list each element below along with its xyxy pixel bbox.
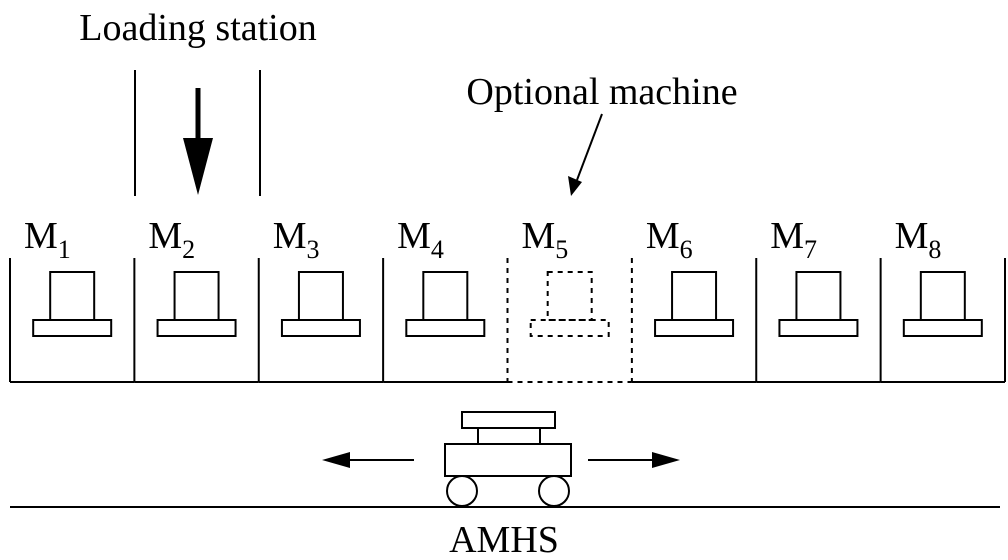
machine-label-m1: M1 bbox=[24, 215, 71, 264]
machine-label-m6: M6 bbox=[646, 215, 693, 264]
loading-station-label: Loading station bbox=[79, 7, 316, 49]
machine-cell-m2 bbox=[134, 258, 260, 383]
vehicle-top-plate bbox=[461, 411, 556, 429]
machine-icon-body bbox=[49, 271, 96, 321]
machine-label-m2: M2 bbox=[148, 215, 195, 264]
machine-cells bbox=[9, 258, 1006, 383]
machine-icon-body bbox=[671, 271, 718, 321]
machine-label-letter: M bbox=[646, 215, 680, 257]
machine-label-letter: M bbox=[273, 215, 307, 257]
machine-cell-m3 bbox=[258, 258, 385, 383]
machine-icon-base bbox=[902, 319, 983, 337]
optional-pointer-arrow-icon bbox=[568, 113, 603, 196]
machine-cell-m7 bbox=[756, 258, 882, 383]
machine-label-index: 2 bbox=[182, 235, 195, 264]
machine-icon bbox=[405, 271, 486, 337]
move-left-arrow-icon bbox=[322, 452, 414, 468]
machine-cell-m8 bbox=[880, 258, 1006, 383]
machine-icon-base bbox=[32, 319, 113, 337]
machine-label-index: 7 bbox=[804, 235, 817, 264]
machine-label-letter: M bbox=[148, 215, 182, 257]
machine-icon bbox=[902, 271, 983, 337]
amhs-label: AMHS bbox=[449, 519, 559, 560]
machine-cell-m6 bbox=[631, 258, 758, 383]
machine-label-m3: M3 bbox=[273, 215, 320, 264]
machine-icon bbox=[778, 271, 859, 337]
vehicle-neck bbox=[477, 427, 541, 445]
machine-label-index: 5 bbox=[555, 235, 568, 264]
machine-label-letter: M bbox=[770, 215, 804, 257]
machine-label-m8: M8 bbox=[895, 215, 942, 264]
machine-icon-base bbox=[654, 319, 735, 337]
machine-icon bbox=[32, 271, 113, 337]
machine-label-letter: M bbox=[397, 215, 431, 257]
machine-label-index: 6 bbox=[680, 235, 693, 264]
optional-machine-label: Optional machine bbox=[466, 71, 737, 113]
machine-label-index: 1 bbox=[58, 235, 71, 264]
machine-label-index: 4 bbox=[431, 235, 444, 264]
machine-icon-body bbox=[795, 271, 842, 321]
machine-label-letter: M bbox=[895, 215, 929, 257]
machine-icon bbox=[156, 271, 237, 337]
vehicle-body bbox=[444, 443, 572, 477]
machine-cell-m1 bbox=[9, 258, 136, 383]
machine-label-index: 8 bbox=[928, 235, 941, 264]
machine-label-index: 3 bbox=[307, 235, 320, 264]
vehicle-wheel-right bbox=[538, 475, 570, 507]
machine-label-m4: M4 bbox=[397, 215, 444, 264]
machine-icon-body bbox=[173, 271, 220, 321]
machine-icon bbox=[654, 271, 735, 337]
machine-label-letter: M bbox=[24, 215, 58, 257]
amhs-vehicle bbox=[444, 411, 572, 507]
machine-icon bbox=[529, 271, 610, 337]
machine-icon-base bbox=[529, 319, 610, 337]
machine-icon-base bbox=[280, 319, 361, 337]
machine-cell-m4 bbox=[383, 271, 508, 383]
machine-icon-base bbox=[778, 319, 859, 337]
loading-arrow-icon bbox=[183, 88, 213, 195]
vehicle-wheel-left bbox=[446, 475, 478, 507]
machine-icon-body bbox=[422, 271, 469, 321]
machine-cell-m5 bbox=[506, 258, 633, 383]
machine-icon-body bbox=[919, 271, 966, 321]
machine-icon-base bbox=[156, 319, 237, 337]
move-right-arrow-icon bbox=[588, 452, 680, 468]
machine-icon bbox=[280, 271, 361, 337]
machine-label-m7: M7 bbox=[770, 215, 817, 264]
machine-label-m5: M5 bbox=[522, 215, 569, 264]
machine-icon-body bbox=[297, 271, 344, 321]
machine-label-letter: M bbox=[522, 215, 556, 257]
machine-icon-body bbox=[546, 271, 593, 321]
machine-icon-base bbox=[405, 319, 486, 337]
